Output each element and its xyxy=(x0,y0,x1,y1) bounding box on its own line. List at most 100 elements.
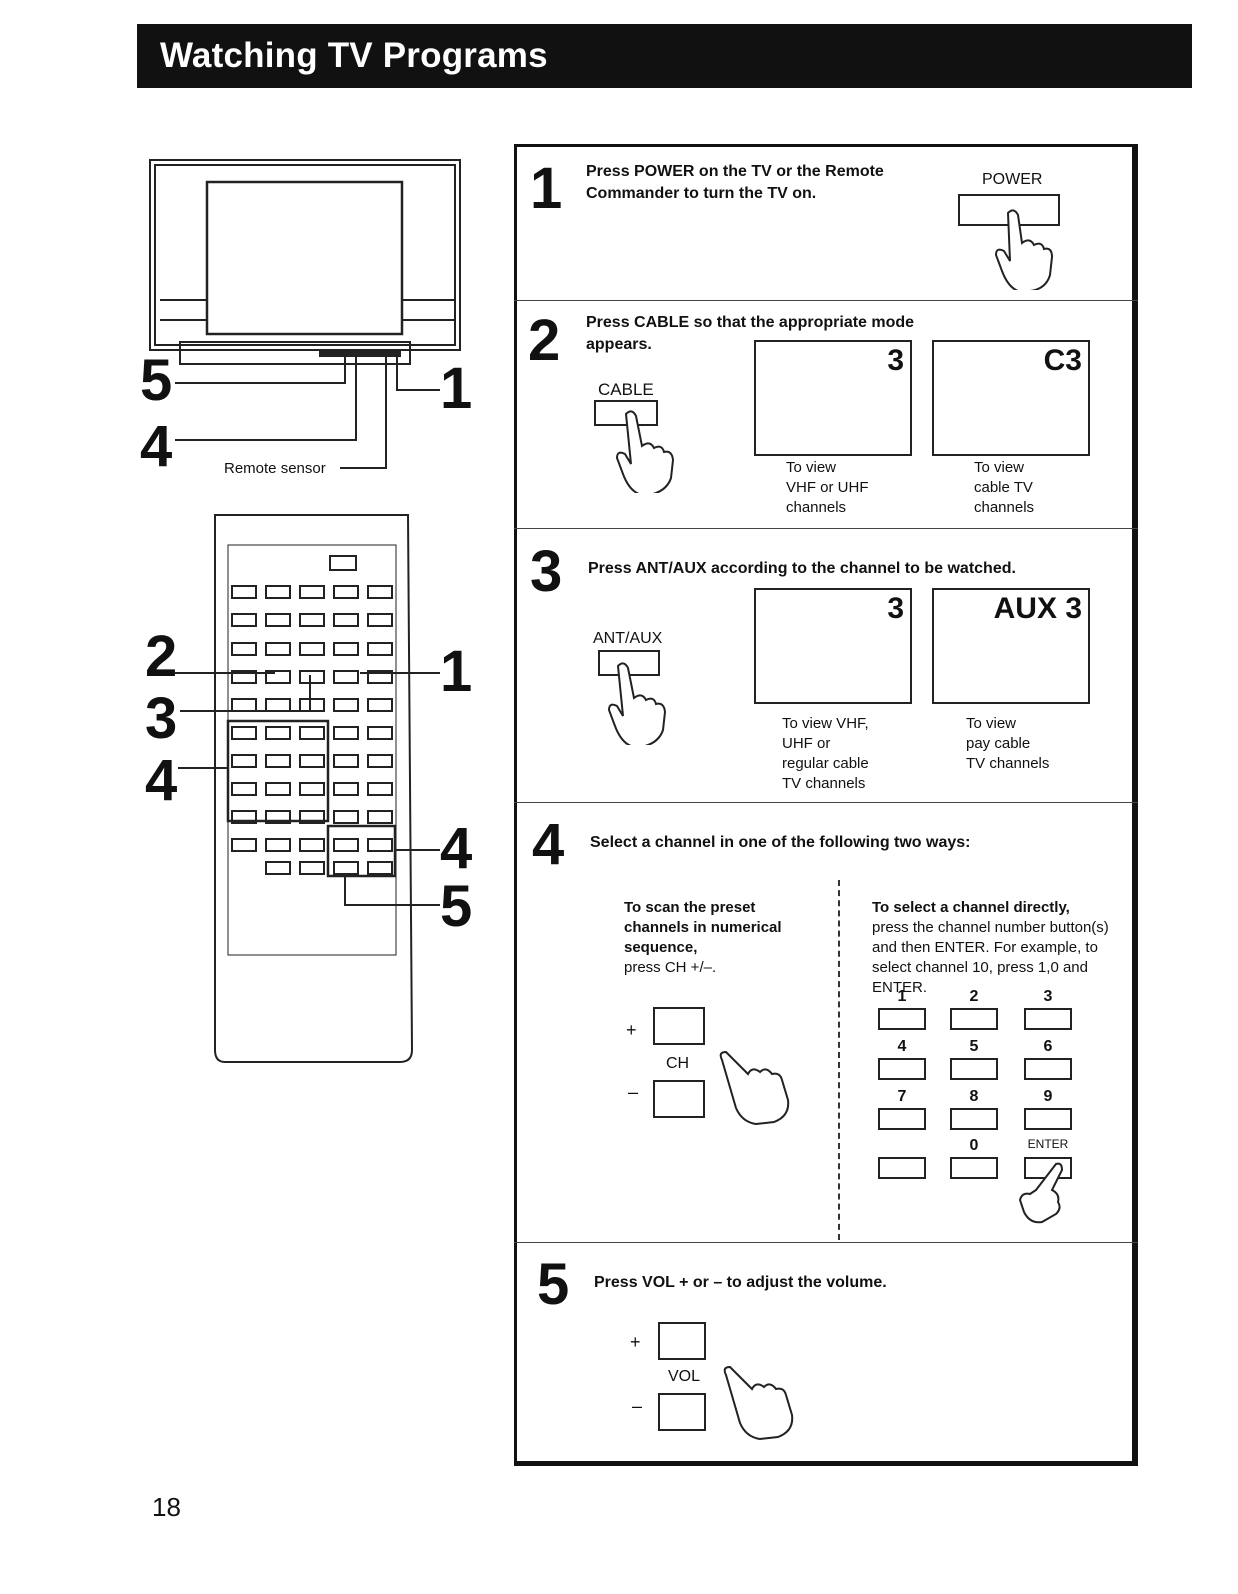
ch-minus-button[interactable] xyxy=(653,1080,705,1118)
callout-4: 4 xyxy=(140,414,173,479)
remote-illustration-icon xyxy=(175,514,440,1063)
vol-minus-sign: – xyxy=(632,1396,643,1416)
step-5-text: Press VOL + or – to adjust the volume. xyxy=(594,1274,887,1291)
remote-key xyxy=(299,810,325,824)
page-number: 18 xyxy=(152,1492,181,1522)
remote-key xyxy=(367,754,393,768)
remote-key xyxy=(367,810,393,824)
vol-plus-sign: + xyxy=(630,1332,641,1352)
remote-key xyxy=(333,726,359,740)
remote-key xyxy=(299,642,325,656)
pointing-hand-icon xyxy=(994,209,1054,290)
number-key-3[interactable] xyxy=(1024,1008,1072,1030)
remote-key xyxy=(265,754,291,768)
remote-key xyxy=(265,810,291,824)
remote-key xyxy=(265,861,291,875)
keypad-label: 3 xyxy=(1043,988,1053,1005)
keypad-label: 9 xyxy=(1043,1088,1053,1105)
remote-key xyxy=(231,810,257,824)
number-key-2[interactable] xyxy=(950,1008,998,1030)
tv-screen-vhf: 3 xyxy=(754,340,912,456)
remote-key xyxy=(333,810,359,824)
remote-key xyxy=(333,861,359,875)
step-1-text: Press POWER on the TV or the Remote Comm… xyxy=(586,163,884,202)
power-button-label: POWER xyxy=(982,171,1043,188)
remote-key xyxy=(231,585,257,599)
step-3-number: 3 xyxy=(530,539,563,604)
number-key-9[interactable] xyxy=(1024,1108,1072,1130)
direct-method-text: To select a channel directly, press the … xyxy=(872,878,1112,998)
step-2-text: Press CABLE so that the appropriate mode… xyxy=(586,314,915,353)
remote-key xyxy=(299,782,325,796)
remote-key xyxy=(265,670,291,684)
power-button[interactable] xyxy=(958,194,1060,226)
column-separator xyxy=(838,880,840,1240)
remote-key xyxy=(265,726,291,740)
keypad-label: 0 xyxy=(969,1137,979,1154)
steps-panel xyxy=(514,144,1138,1466)
remote-key xyxy=(333,698,359,712)
tv-screen-aux: AUX 3 xyxy=(932,588,1090,704)
remote-key xyxy=(333,642,359,656)
tv-and-remote-figure: 5 4 1 Remote sensor 2 1 3 4 4 5 xyxy=(0,0,500,1100)
number-key-7[interactable] xyxy=(878,1108,926,1130)
keypad-label: 6 xyxy=(1043,1038,1053,1055)
remote-key xyxy=(299,698,325,712)
pointing-hand-icon xyxy=(1018,1162,1064,1224)
remote-key xyxy=(231,782,257,796)
remote-key xyxy=(231,754,257,768)
remote-key xyxy=(265,642,291,656)
keypad-label: ENTER xyxy=(1027,1137,1069,1151)
remote-key xyxy=(333,754,359,768)
remote-key xyxy=(265,838,291,852)
keypad-label: 1 xyxy=(897,988,907,1005)
number-key-1[interactable] xyxy=(878,1008,926,1030)
remote-callout-3: 3 xyxy=(145,686,178,751)
step-2-number: 2 xyxy=(528,308,561,373)
screen-caption: To view VHF or UHF channels xyxy=(786,459,869,516)
ch-plus-sign: + xyxy=(626,1020,637,1040)
remote-key xyxy=(265,613,291,627)
step-4-text: Select a channel in one of the following… xyxy=(590,834,971,851)
remote-key xyxy=(367,726,393,740)
antaux-button-label: ANT/AUX xyxy=(593,630,663,647)
screen-display: AUX 3 xyxy=(993,592,1082,625)
tv-screen-vhf: 3 xyxy=(754,588,912,704)
vol-minus-button[interactable] xyxy=(658,1393,706,1431)
tv-screen-cable: C3 xyxy=(932,340,1090,456)
page-title: Watching TV Programs xyxy=(160,36,548,75)
step-divider xyxy=(514,528,1138,529)
remote-key xyxy=(333,838,359,852)
scan-method-heading: To scan the preset channels in numerical… xyxy=(624,899,782,956)
keypad-label: 7 xyxy=(897,1088,907,1105)
number-key-8[interactable] xyxy=(950,1108,998,1130)
step-divider xyxy=(514,300,1138,301)
number-key-6[interactable] xyxy=(1024,1058,1072,1080)
remote-key xyxy=(367,838,393,852)
remote-callout-2: 2 xyxy=(145,624,178,689)
screen-display: 3 xyxy=(887,344,904,377)
number-key-4[interactable] xyxy=(878,1058,926,1080)
remote-key xyxy=(299,670,325,684)
scan-method-text: To scan the preset channels in numerical… xyxy=(624,878,804,978)
remote-key xyxy=(231,838,257,852)
remote-sensor-label: Remote sensor xyxy=(224,460,326,477)
remote-key xyxy=(265,585,291,599)
number-key-0[interactable] xyxy=(950,1157,998,1179)
ch-label: CH xyxy=(666,1055,690,1072)
blank-key-button[interactable] xyxy=(878,1157,926,1179)
vol-plus-button[interactable] xyxy=(658,1322,706,1360)
direct-method-instruction: press the channel number button(s) and t… xyxy=(872,919,1109,996)
vol-label: VOL xyxy=(668,1368,701,1385)
number-key-5[interactable] xyxy=(950,1058,998,1080)
ch-plus-button[interactable] xyxy=(653,1007,705,1045)
pointing-hand-icon xyxy=(607,662,667,745)
step-divider xyxy=(514,802,1138,803)
remote-key xyxy=(367,698,393,712)
remote-callout-4b: 4 xyxy=(440,816,473,881)
screen-caption: To view VHF, UHF or regular cable TV cha… xyxy=(782,715,869,792)
remote-key xyxy=(333,782,359,796)
step-3-text: Press ANT/AUX according to the channel t… xyxy=(588,560,1016,577)
remote-key xyxy=(367,670,393,684)
remote-key xyxy=(299,613,325,627)
